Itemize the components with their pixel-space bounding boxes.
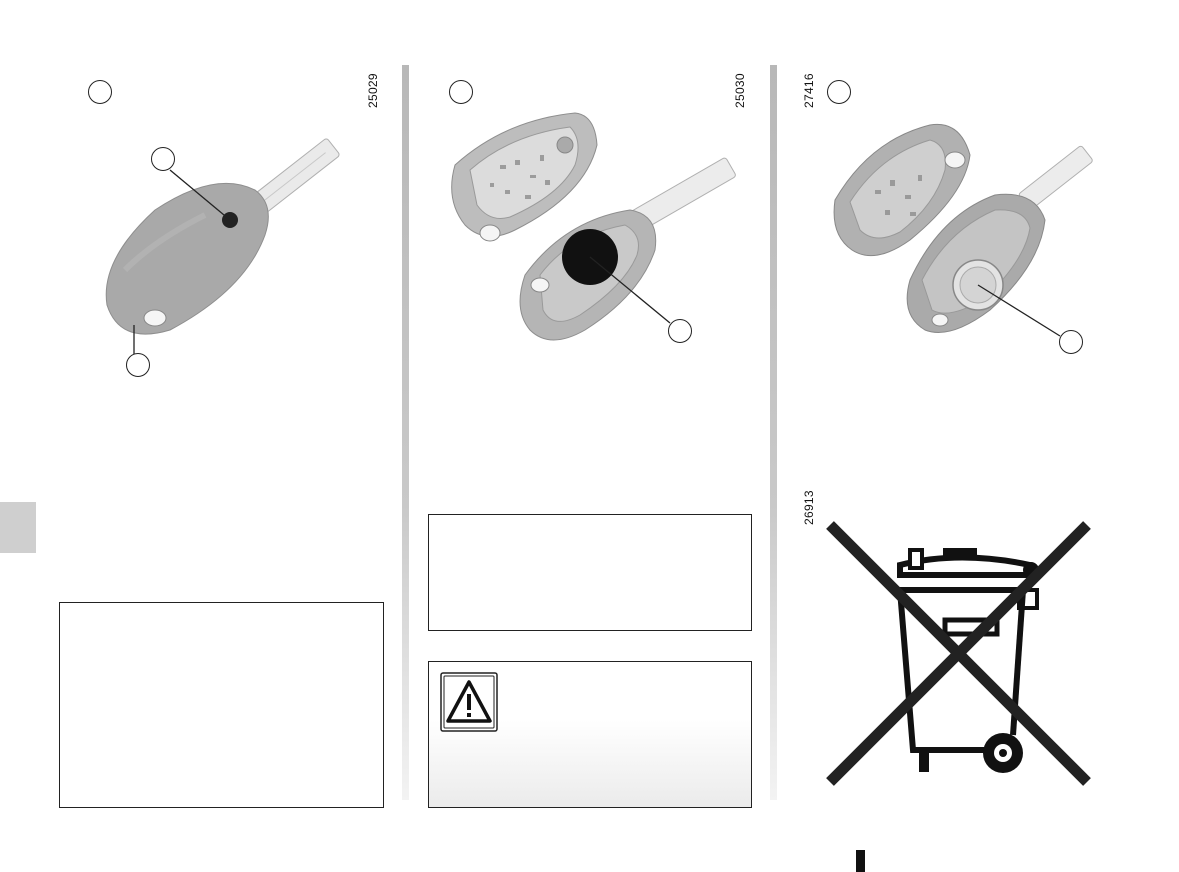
callout-battery-marker-3 bbox=[1059, 330, 1083, 354]
figure-2-id: 25030 bbox=[733, 73, 747, 108]
callout-ring-marker bbox=[126, 353, 150, 377]
callout-line-1a bbox=[133, 169, 231, 354]
figure-3-marker bbox=[827, 80, 851, 104]
figure-4-id: 26913 bbox=[802, 490, 816, 525]
figure-3-id: 27416 bbox=[802, 73, 816, 108]
text-box-middle bbox=[428, 514, 752, 631]
callout-line-3 bbox=[977, 284, 1061, 337]
section-tab bbox=[0, 502, 36, 553]
callout-battery-marker-2 bbox=[668, 319, 692, 343]
warning-box bbox=[428, 661, 752, 808]
warning-triangle-icon bbox=[440, 672, 498, 732]
figure-1-id: 25029 bbox=[366, 73, 380, 108]
column-divider-left bbox=[402, 65, 409, 800]
text-box-left bbox=[59, 602, 384, 808]
key-open-illustration-2 bbox=[451, 112, 736, 341]
flip-key-open-illustration-3 bbox=[833, 123, 1093, 333]
bottom-black-bar bbox=[856, 850, 865, 872]
crossed-out-wheelie-bin-icon bbox=[826, 521, 1091, 786]
figure-1-marker bbox=[88, 80, 112, 104]
key-illustration-1 bbox=[105, 138, 340, 335]
callout-button-marker bbox=[151, 147, 175, 171]
column-divider-right bbox=[770, 65, 777, 800]
callout-line-2 bbox=[589, 256, 671, 324]
figure-2-marker bbox=[449, 80, 473, 104]
